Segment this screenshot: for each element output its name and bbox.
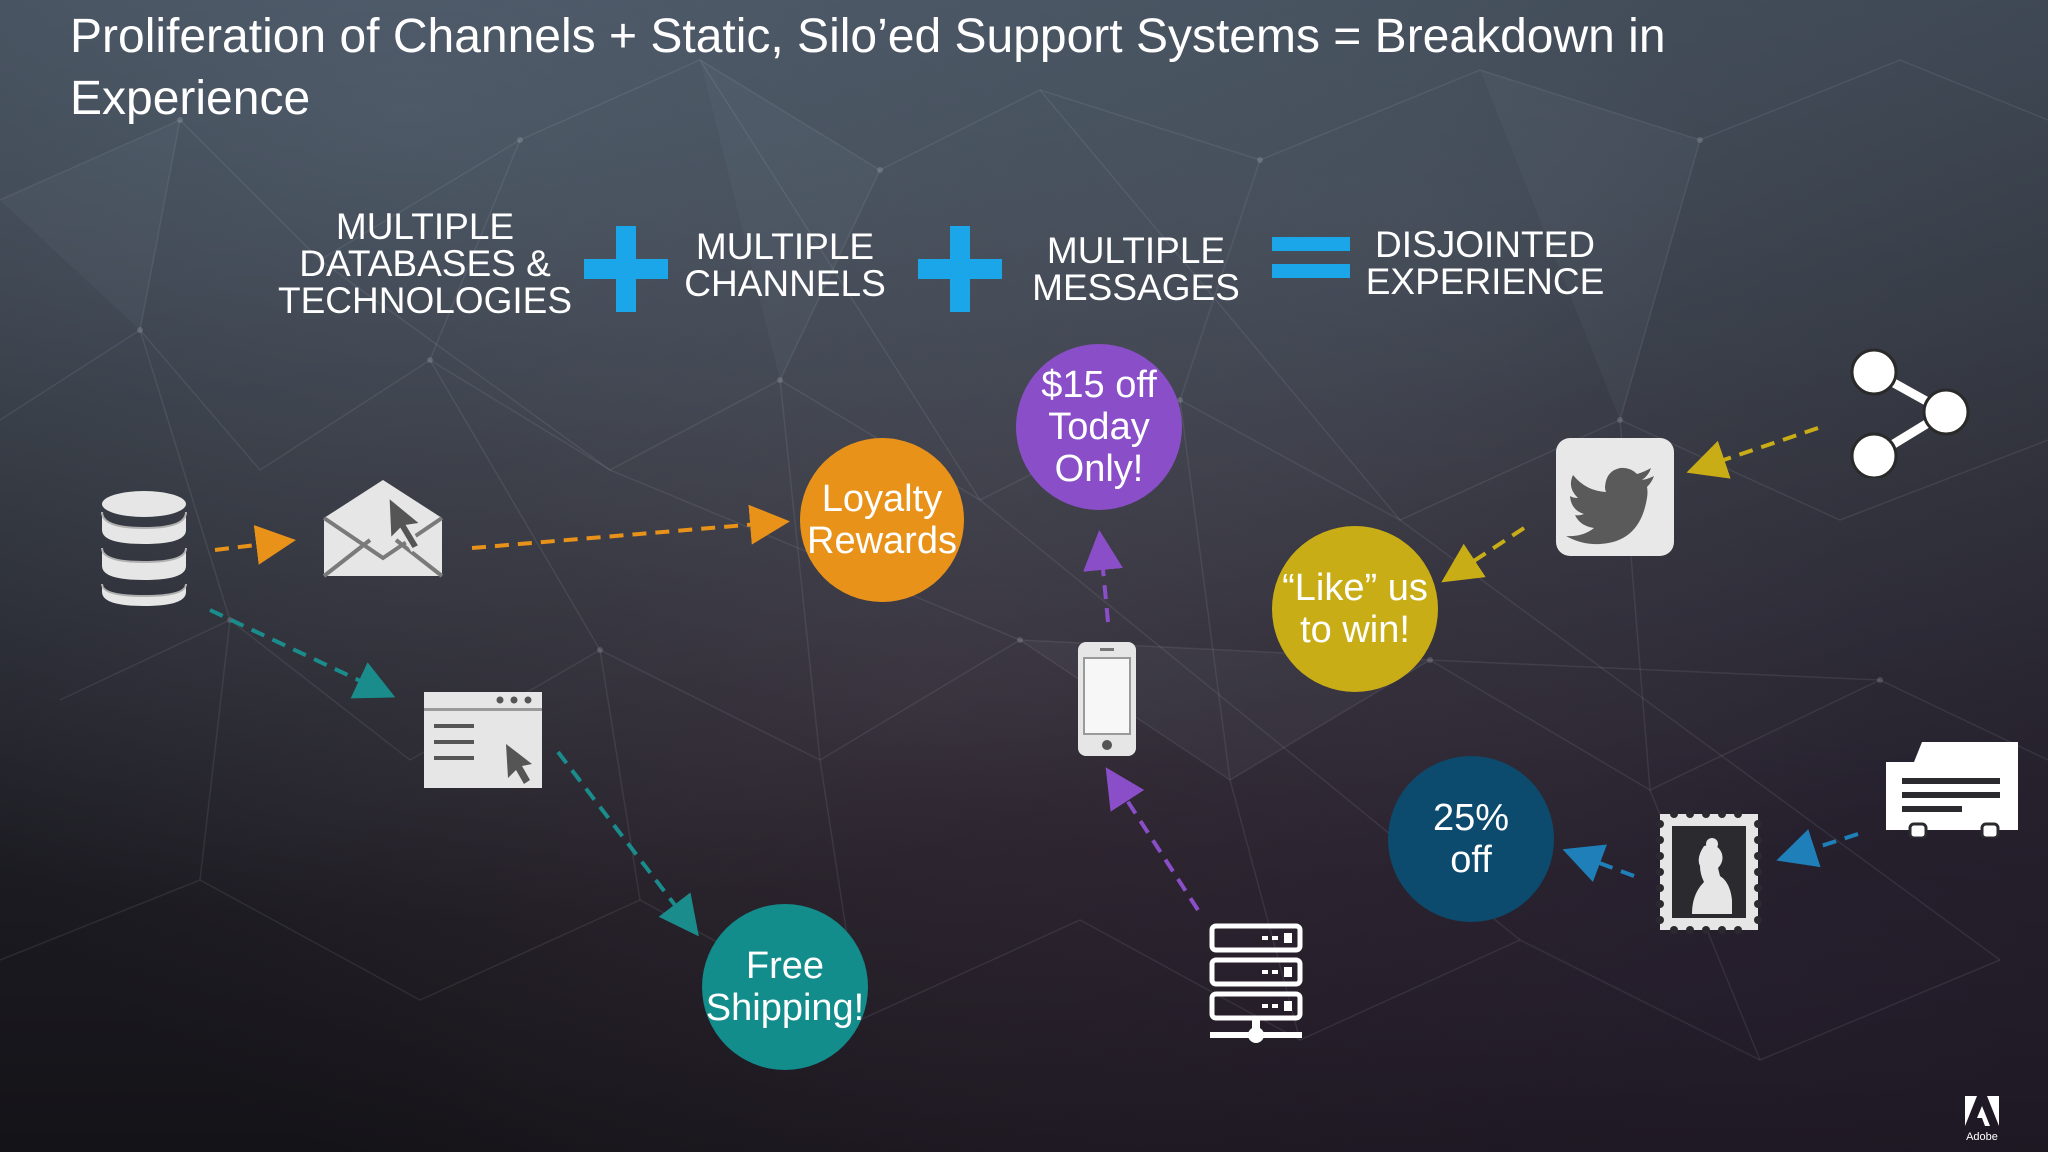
direct-mail-icon [1886, 742, 2018, 838]
adobe-logo-mark [1965, 1096, 1999, 1126]
offer15-line1: $15 off [1041, 364, 1157, 406]
plus-icon [918, 226, 1002, 312]
term-databases-line3: TECHNOLOGIES [278, 280, 572, 321]
twitter-icon [1556, 438, 1674, 556]
term-messages: MULTIPLE MESSAGES [1016, 232, 1256, 306]
term-disjointed-line2: EXPERIENCE [1365, 261, 1605, 302]
postage-stamp-icon [1656, 810, 1762, 934]
offer15-line3: Only! [1054, 448, 1144, 490]
server-icon [1209, 923, 1303, 1043]
free-shipping-bubble: Free Shipping! [702, 904, 868, 1070]
term-messages-line1: MULTIPLE [1046, 230, 1226, 271]
slide-title: Proliferation of Channels + Static, Silo… [70, 10, 1666, 125]
arrow-mail-to-stamp [1776, 829, 1859, 868]
adobe-logo-text: Adobe [1966, 1131, 1998, 1143]
term-messages-line2: MESSAGES [1032, 267, 1240, 308]
term-channels-line1: MULTIPLE [695, 226, 875, 267]
arrow-email-to-loyalty [471, 504, 790, 550]
database-icon [101, 491, 187, 606]
loyalty-line1: Loyalty [821, 478, 943, 520]
loyalty-line2: Rewards [807, 520, 957, 562]
arrow-stamp-to-discount [1562, 844, 1635, 882]
email-icon [322, 480, 444, 578]
arrow-twitter-to-like [1441, 526, 1526, 583]
like-us-bubble: “Like” us to win! [1272, 526, 1438, 692]
offer15-line2: Today [1048, 406, 1150, 448]
term-databases-line2: DATABASES & [299, 243, 551, 284]
shipping-line2: Shipping! [705, 987, 865, 1029]
arrow-phone-to-offer [1083, 530, 1123, 623]
share-icon [1850, 348, 1970, 478]
term-databases-line1: MULTIPLE [335, 206, 515, 247]
term-databases: MULTIPLE DATABASES & TECHNOLOGIES [255, 208, 595, 319]
arrow-share-to-twitter [1686, 426, 1819, 479]
like-line1: “Like” us [1282, 567, 1428, 609]
term-disjointed: DISJOINTED EXPERIENCE [1350, 226, 1620, 300]
like-line2: to win! [1300, 609, 1410, 651]
equals-icon [1272, 237, 1350, 278]
term-channels: MULTIPLE CHANNELS [670, 228, 900, 302]
arrow-db-to-web [209, 608, 396, 699]
term-channels-line2: CHANNELS [684, 263, 886, 304]
mobile-phone-icon [1078, 642, 1136, 756]
arrow-db-to-email [214, 525, 296, 565]
discount-25-bubble: 25% off [1388, 756, 1554, 922]
offer-15-bubble: $15 off Today Only! [1016, 344, 1182, 510]
plus-icon [584, 226, 668, 312]
arrow-web-to-shipping [556, 750, 699, 937]
shipping-line1: Free [745, 945, 825, 987]
discount-line2: off [1450, 839, 1492, 881]
adobe-logo: Adobe [1962, 1094, 2002, 1144]
arrow-server-to-phone [1105, 767, 1200, 912]
term-disjointed-line1: DISJOINTED [1375, 224, 1595, 265]
loyalty-rewards-bubble: Loyalty Rewards [800, 438, 964, 602]
discount-line1: 25% [1432, 797, 1510, 839]
web-browser-icon [424, 692, 542, 788]
